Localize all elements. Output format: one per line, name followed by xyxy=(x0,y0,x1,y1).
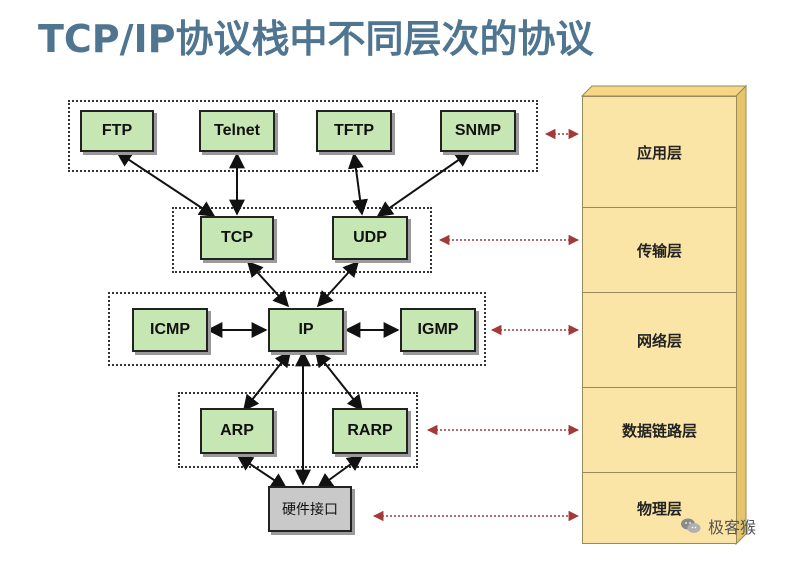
protocol-arp: ARP xyxy=(200,408,274,454)
line-snmp-udp xyxy=(376,151,472,217)
protocol-ip: IP xyxy=(268,308,344,352)
wechat-icon xyxy=(680,517,702,535)
line-udp-ip xyxy=(316,260,360,308)
line-tftp-udp xyxy=(347,152,369,216)
protocol-telnet: Telnet xyxy=(199,110,275,152)
page-title: TCP/IP协议栈中不同层次的协议 xyxy=(38,17,594,61)
line-ip-rarp xyxy=(315,350,363,412)
line-tcp-ip xyxy=(246,260,290,308)
layer-transport: 传输层 xyxy=(582,207,737,293)
line-ip-arp xyxy=(243,350,291,412)
watermark-text: 极客猴 xyxy=(708,518,757,537)
protocol-igmp: IGMP xyxy=(400,308,476,352)
layer-physical: 物理层 xyxy=(582,472,737,544)
line-ftp-tcp xyxy=(115,151,216,217)
protocol-tftp: TFTP xyxy=(316,110,392,152)
protocol-icmp: ICMP xyxy=(132,308,208,352)
watermark: 极客猴 xyxy=(680,514,756,538)
transport-group xyxy=(172,207,432,273)
layer-datalink: 数据链路层 xyxy=(582,387,737,473)
protocol-udp: UDP xyxy=(332,216,408,260)
protocol-snmp: SNMP xyxy=(440,110,516,152)
line-arp-hardware xyxy=(236,455,288,489)
layer-network: 网络层 xyxy=(582,292,737,388)
protocol-rarp: RARP xyxy=(332,408,408,454)
layer-application: 应用层 xyxy=(582,96,737,208)
line-rarp-hardware xyxy=(316,455,364,489)
application-group xyxy=(68,100,538,172)
protocol-ftp: FTP xyxy=(80,110,154,152)
hardware-interface: 硬件接口 xyxy=(268,486,352,532)
protocol-tcp: TCP xyxy=(200,216,274,260)
